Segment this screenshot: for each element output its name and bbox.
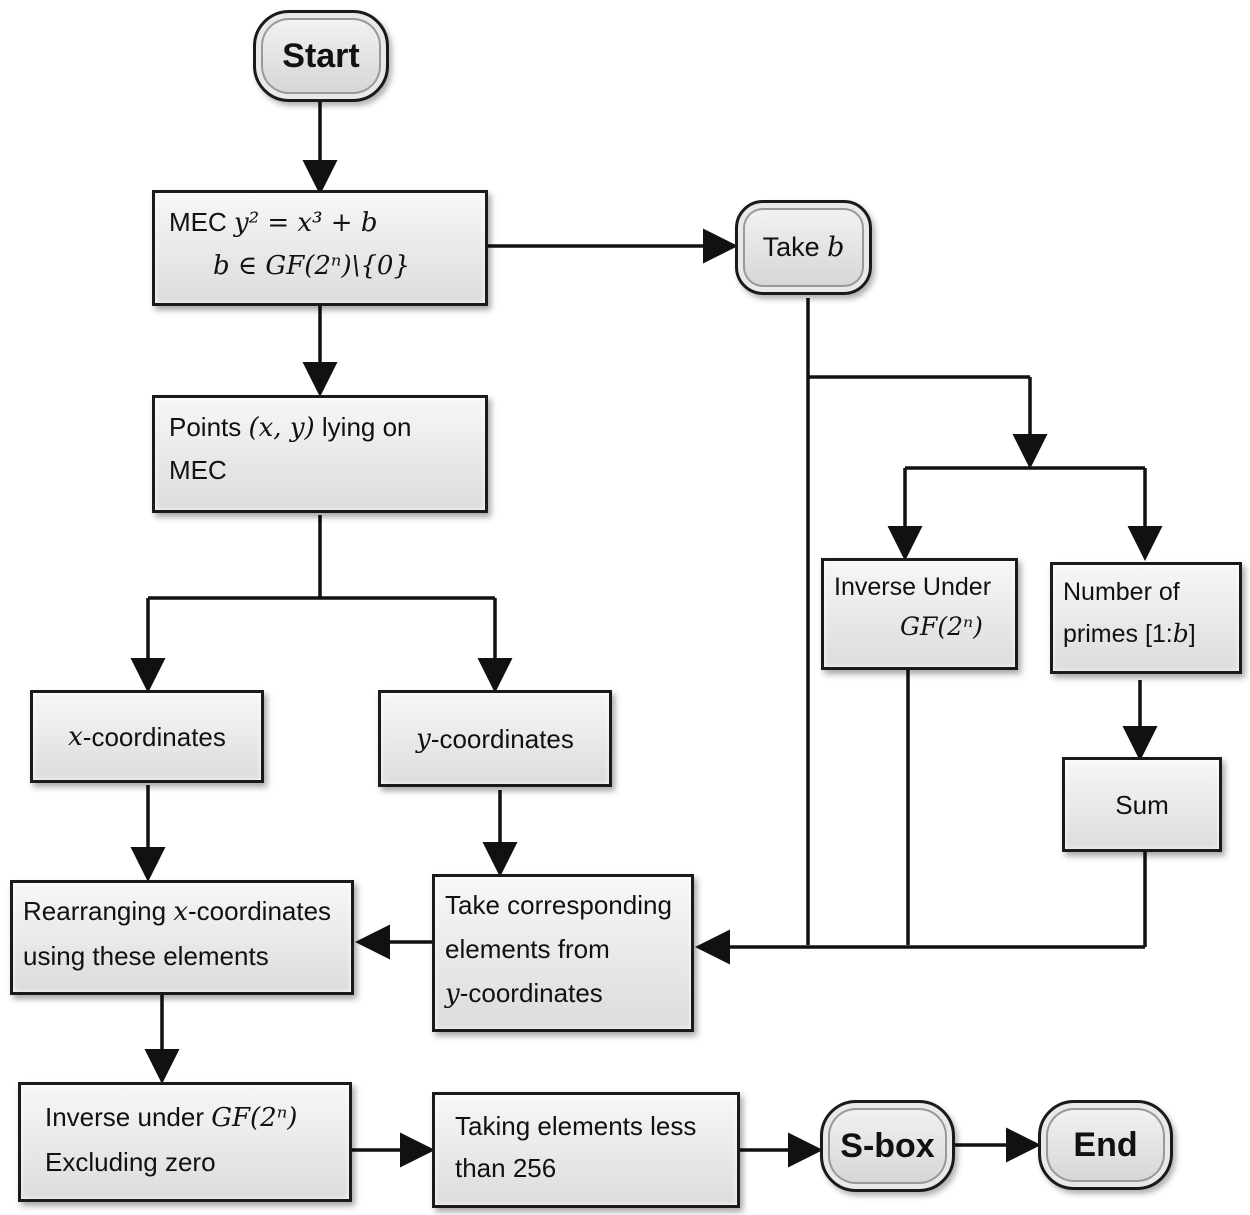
start-label: Start [282,36,360,75]
points-var: (x, y) [248,413,315,443]
take-corr-line-1: Take corresponding [445,890,672,920]
sum-box: Sum [1062,757,1222,852]
take-corr-var: y [445,979,460,1009]
take-corr-line-3: y-coordinates [445,971,681,1016]
mec-line-2: b ∈ GF(2ⁿ)\{0} [169,244,471,287]
taking-elements-box: Taking elements less than 256 [432,1092,740,1208]
mec-domain-formula: b ∈ GF(2ⁿ)\{0} [213,251,410,281]
points-on-mec-box: Points (x, y) lying on MEC [152,395,488,513]
inverse-excluding-zero-box: Inverse under GF(2ⁿ) Excluding zero [18,1082,352,1202]
start-terminal: Start [253,10,389,102]
mec-prefix: MEC [169,207,234,237]
rearr-line-1: Rearranging x-coordinates [23,889,341,934]
taking-line-1: Taking elements less [455,1111,697,1141]
take-b-var: b [827,232,845,263]
y-coordinates-box: y-coordinates [378,690,612,787]
x-coordinates-box: x-coordinates [30,690,264,783]
rearranging-box: Rearranging x-coordinates using these el… [10,880,354,995]
inv-excl-line-2: Excluding zero [45,1147,216,1177]
mec-formula: y² = x³ + b [234,208,378,238]
points-line-1: Points (x, y) lying on [169,406,471,449]
x-coord-suffix: -coordinates [82,721,226,752]
primes-var: b [1172,619,1189,648]
points-line-2: MEC [169,455,227,485]
sbox-label: S-box [840,1126,935,1165]
points-prefix: Points [169,412,249,442]
rearr-line-2: using these elements [23,941,269,971]
rearr-var: x [173,897,188,927]
primes-line-1: Number of [1063,578,1180,606]
rearr-prefix: Rearranging [23,896,174,926]
take-corresponding-box: Take corresponding elements from y-coord… [432,874,694,1032]
y-coord-suffix: -coordinates [430,723,574,754]
points-suffix: lying on [314,412,412,442]
inv-excl-formula: GF(2ⁿ) [211,1103,298,1133]
x-coord-var: x [68,721,83,752]
sbox-terminal: S-box [820,1100,955,1192]
inverse-under-line-2: GF(2ⁿ) [900,612,983,641]
primes-prefix: primes [1: [1063,620,1173,648]
end-terminal: End [1038,1100,1173,1190]
rearr-suffix: -coordinates [187,896,332,926]
take-b-terminal: Take b [735,200,872,295]
take-b-prefix: Take [762,232,820,262]
mec-equation-box: MEC y² = x³ + b b ∈ GF(2ⁿ)\{0} [152,190,488,306]
take-corr-suffix: -coordinates [459,978,603,1008]
primes-line-2: primes [1:b] [1063,613,1229,655]
y-coord-var: y [416,723,431,754]
inv-excl-line-1: Inverse under GF(2ⁿ) [45,1095,325,1140]
inverse-under-gf-box: Inverse Under GF(2ⁿ) [821,558,1018,670]
primes-suffix: ] [1188,620,1196,648]
taking-line-2: than 256 [455,1153,557,1183]
mec-line-1: MEC y² = x³ + b [169,201,471,244]
inv-excl-prefix: Inverse under [45,1102,212,1132]
inverse-under-line-1: Inverse Under [834,573,992,601]
number-of-primes-box: Number of primes [1:b] [1050,562,1242,674]
take-corr-line-2: elements from [445,934,610,964]
end-label: End [1073,1125,1138,1164]
sum-label: Sum [1115,789,1169,820]
